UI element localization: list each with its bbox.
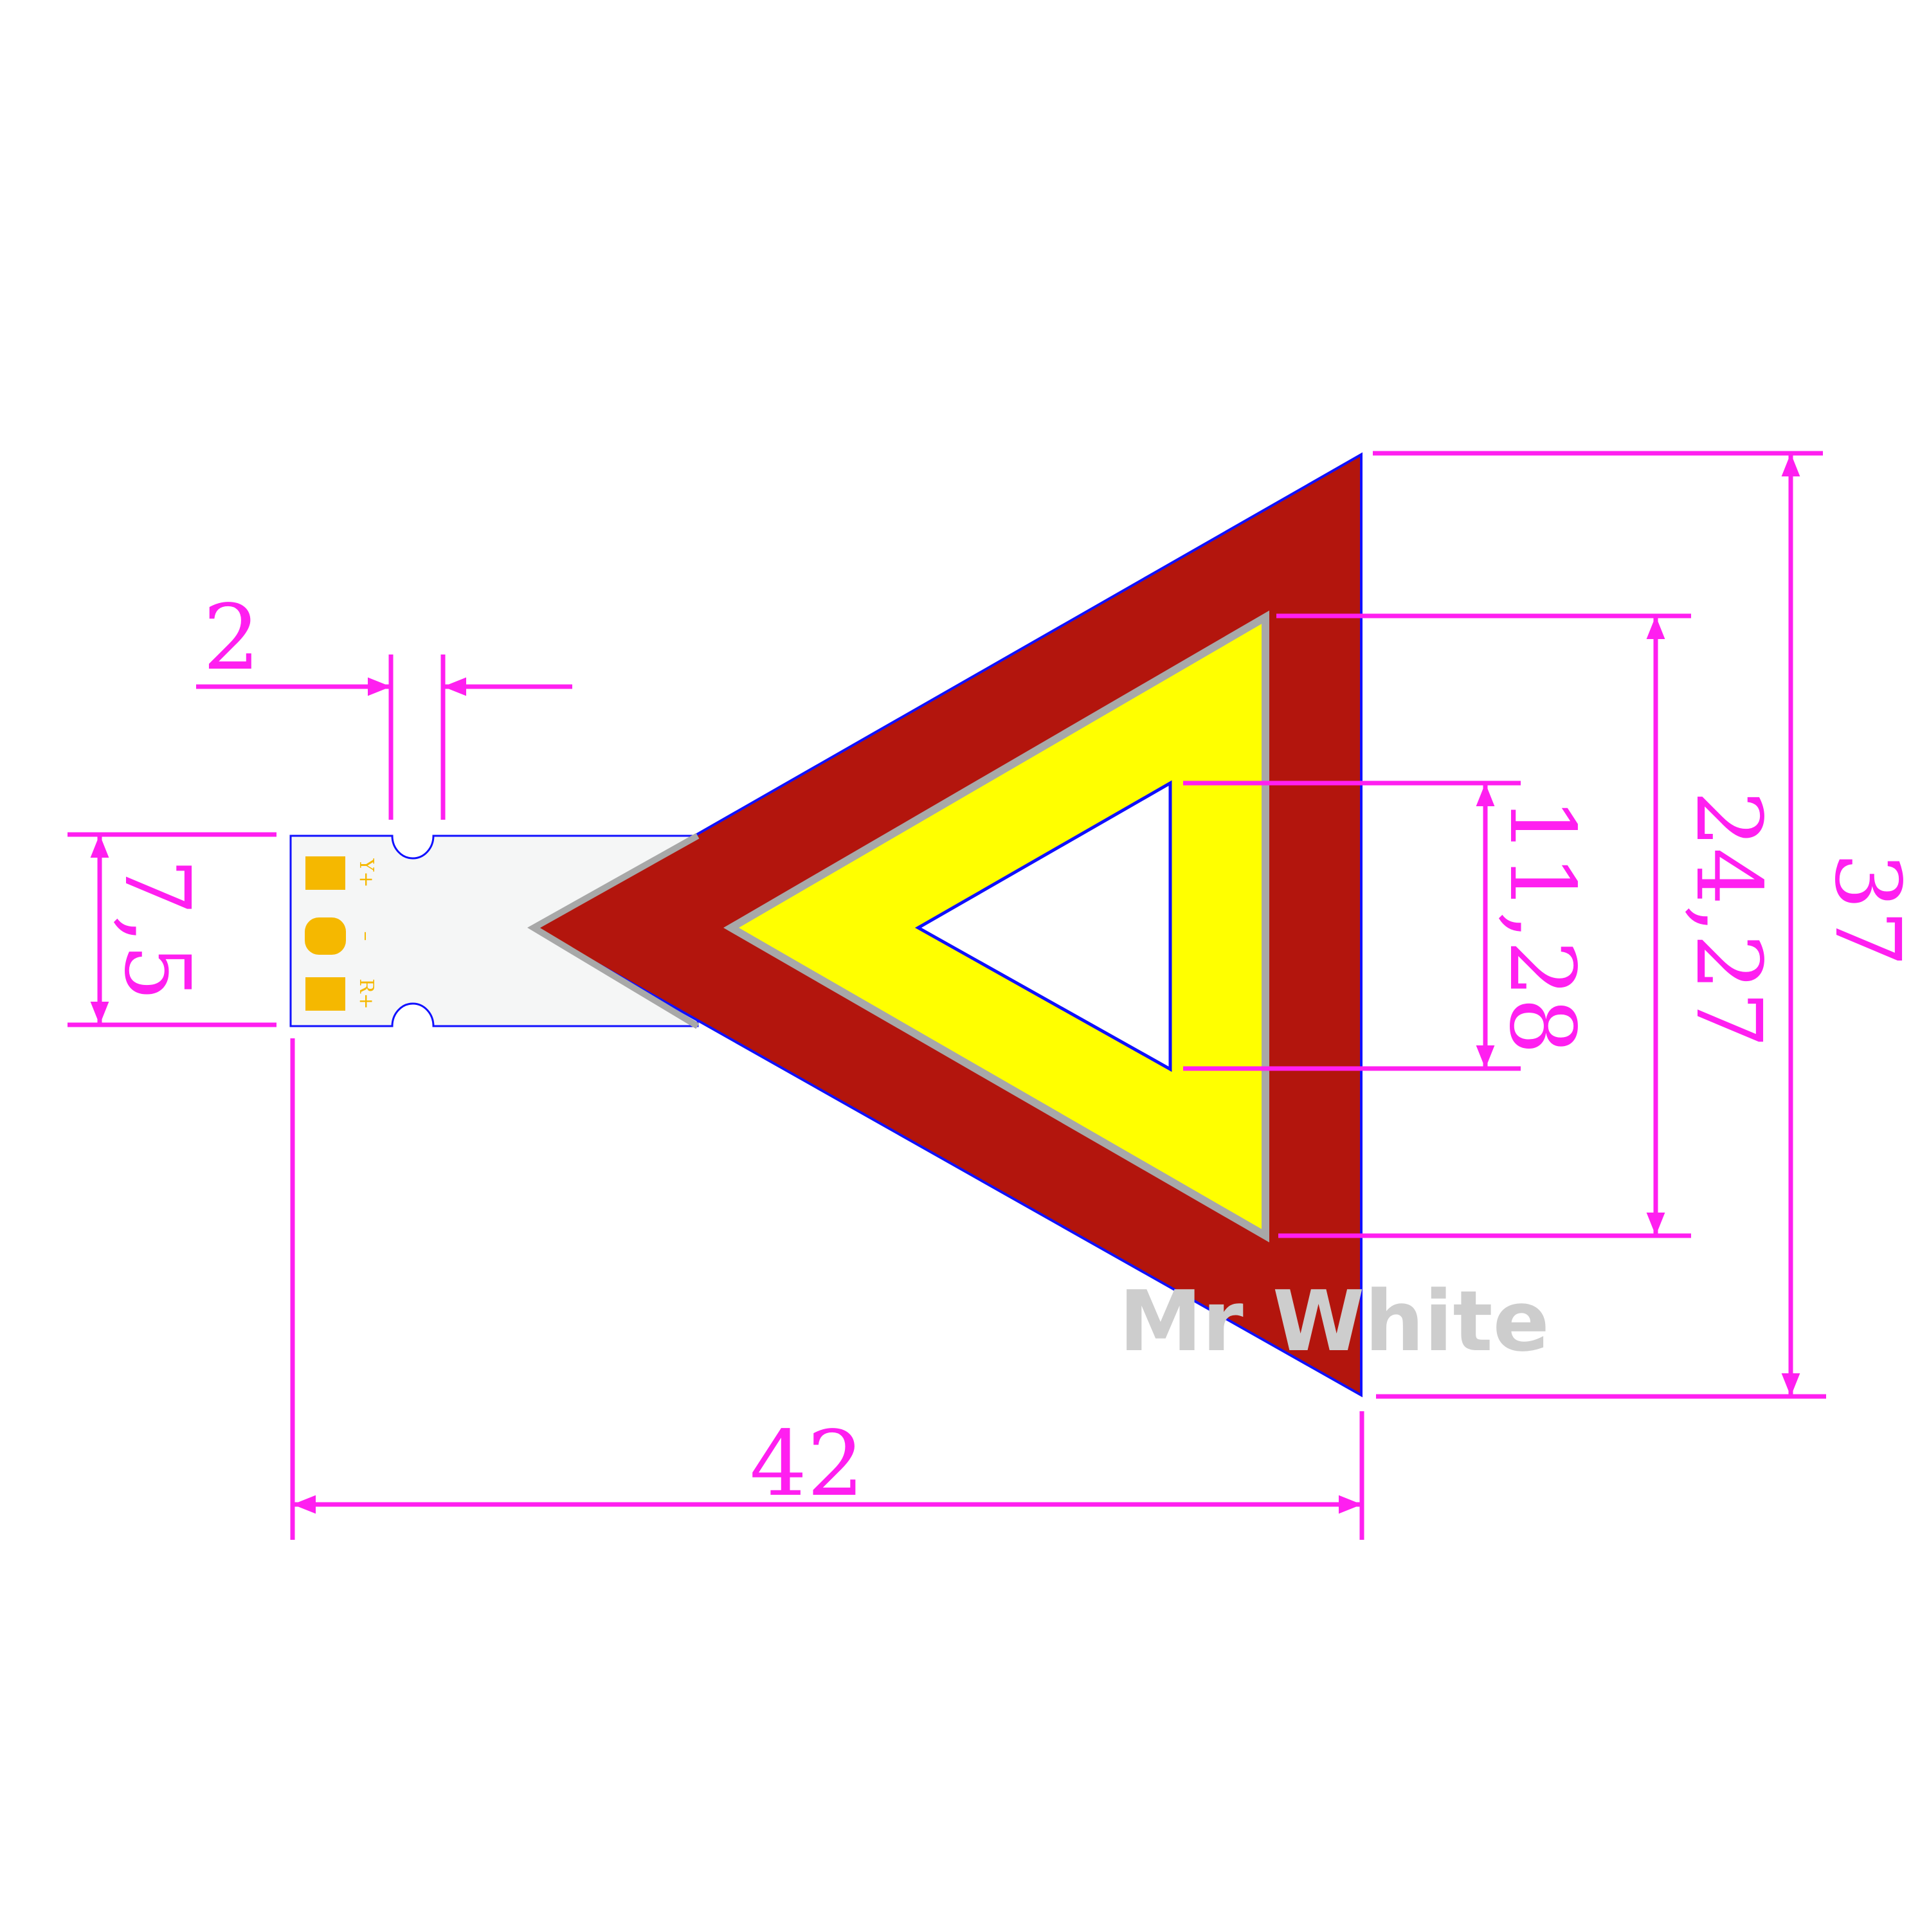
pad-label-minus: – bbox=[355, 932, 377, 941]
dimension-overall-width-label: 42 bbox=[750, 1412, 864, 1517]
dimension-middle-height: 24,27 bbox=[1276, 613, 1780, 1238]
inner-triangle bbox=[914, 780, 1172, 1072]
dimension-notch-width-label: 2 bbox=[203, 586, 260, 691]
dimension-overall-height-label: 37 bbox=[1815, 853, 1919, 967]
pad-y-plus bbox=[305, 856, 345, 890]
dimension-middle-height-label: 24,27 bbox=[1676, 791, 1780, 1049]
pad-label-r-plus: R+ bbox=[355, 979, 377, 1009]
pad-label-y-plus: Y+ bbox=[355, 858, 377, 888]
dimension-inner-height: 11,28 bbox=[1183, 781, 1594, 1071]
dimension-connector-height-label: 7,5 bbox=[104, 858, 209, 1002]
dimension-notch-width: 2 bbox=[196, 586, 572, 820]
outer-triangle-left-edge bbox=[527, 833, 700, 1029]
pad-r-plus bbox=[305, 977, 345, 1011]
dimension-overall-height: 37 bbox=[1373, 451, 1919, 1399]
dimension-connector-height: 7,5 bbox=[68, 832, 276, 1027]
dimension-inner-height-label: 11,28 bbox=[1489, 797, 1594, 1055]
watermark: Mr White bbox=[1119, 1272, 1550, 1370]
dimension-overall-width: 42 bbox=[290, 1038, 1364, 1540]
pad-minus bbox=[305, 917, 346, 955]
